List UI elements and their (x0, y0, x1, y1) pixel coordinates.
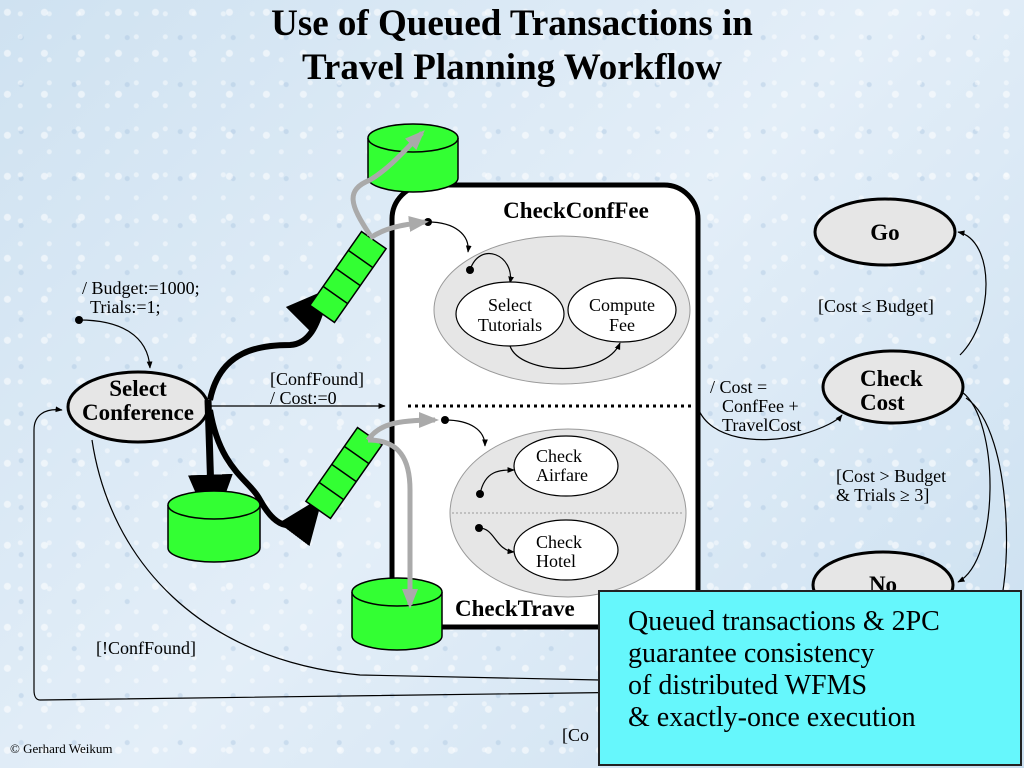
cost-ok-arrow (957, 230, 987, 356)
not-found-arrow (91, 439, 601, 681)
title-line-2: Travel Planning Workflow (301, 47, 723, 88)
copyright-notice: © Gerhard Weikum (10, 741, 113, 756)
check-airfare-label-1: Check (536, 446, 582, 466)
cost-ok-label: [Cost ≤ Budget] (818, 296, 934, 316)
conf-found-line-2: / Cost:=0 (270, 388, 337, 408)
conf-found-line-1: [ConfFound] (270, 369, 364, 389)
callout-line-1: Queued transactions & 2PC (628, 606, 940, 637)
conf-fee-entry-arrow (427, 221, 472, 253)
check-cost-state (821, 349, 965, 425)
database-top (367, 123, 459, 193)
select-tutorials-label-2: Tutorials (478, 315, 542, 335)
callout-line-2: guarantee consistency (628, 638, 875, 669)
compute-fee-label-2: Fee (609, 315, 635, 335)
check-cost-label-1: Check (860, 366, 923, 391)
go-label: Go (870, 220, 899, 245)
check-cost-label-2: Cost (860, 390, 905, 415)
check-conf-fee-label: CheckConfFee (503, 198, 649, 223)
cost-over-line-1: [Cost > Budget (836, 466, 946, 486)
slide-title: Use of Queued Transactions in Travel Pla… (0, 2, 1024, 90)
go-state (813, 197, 957, 267)
cost-calc-line-3: TravelCost (722, 415, 801, 435)
title-line-1: Use of Queued Transactions in (271, 3, 753, 44)
cost-over-arrow (957, 391, 991, 583)
not-found-label: [!ConfFound] (96, 638, 196, 658)
initial-transition-arrow (78, 319, 153, 369)
gray-arrow-to-db-bottom (367, 437, 418, 609)
cost-calc-arrow (697, 407, 843, 441)
select-tutorials-label-1: Select (488, 295, 532, 315)
cost-over-line-2: & Trials ≥ 3] (836, 485, 929, 505)
tutorials-to-fee-arrow (509, 342, 621, 369)
check-airfare-label-2: Airfare (536, 465, 588, 485)
gray-arrow-to-travel (365, 412, 439, 442)
check-airfare-state (513, 435, 619, 497)
select-conference-label-2: Conference (82, 400, 194, 425)
queue-path-lower (207, 409, 323, 547)
cost-calc-line-2: ConfFee + (722, 396, 799, 416)
check-hotel-label-1: Check (536, 532, 582, 552)
callout-line-4: & exactly-once execution (628, 702, 916, 733)
select-conference-label-1: Select (109, 376, 167, 401)
airfare-entry-arrow (479, 467, 515, 495)
gray-arrow-to-db-top (350, 130, 425, 237)
travel-entry-arrow (444, 419, 488, 447)
init-action-line-1: / Budget:=1000; (82, 278, 200, 298)
init-action-line-2: Trials:=1; (90, 297, 161, 317)
hotel-entry-arrow (478, 527, 515, 555)
database-left (167, 490, 261, 563)
database-bottom (351, 577, 443, 651)
check-hotel-label-2: Hotel (536, 551, 576, 571)
compute-fee-label-1: Compute (589, 295, 655, 315)
compute-fee-state (567, 277, 677, 343)
queue-upper (308, 230, 388, 324)
cost-calc-line-1: / Cost = (710, 377, 767, 397)
bottom-partial-label: [Co (562, 725, 589, 745)
tutorials-entry-arrow (469, 252, 514, 284)
gray-arrow-to-conf-fee (368, 215, 429, 241)
callout-line-3: of distributed WFMS (628, 670, 868, 701)
check-travel-label: CheckTrave (455, 596, 575, 621)
info-callout: Queued transactions & 2PC guarantee cons… (598, 590, 1022, 766)
